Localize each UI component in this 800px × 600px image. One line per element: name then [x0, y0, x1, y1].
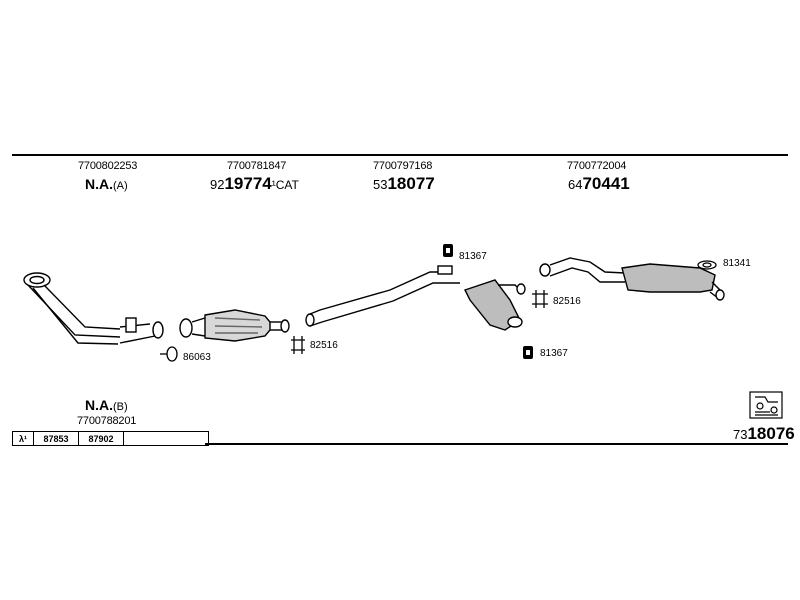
bottom-right-code-main: 18076 [747, 424, 795, 443]
code-part-2-main: 19774 [224, 174, 272, 193]
label-hanger-82516-right: 82516 [553, 296, 581, 307]
front-downpipe [23, 272, 164, 345]
sensor-table-cell-2: 87902 [79, 432, 124, 445]
code-part-4: 6470441 [568, 174, 630, 194]
middle-silencer [464, 279, 526, 331]
code-part-4-main: 70441 [582, 174, 630, 193]
code-part-1: N.A.(A) [85, 176, 128, 194]
ref-part-4: 7700772004 [567, 160, 627, 172]
code-part-1-suffix: (A) [113, 180, 128, 192]
catalytic-converter [179, 309, 290, 342]
ref-part-1: 7700802253 [78, 160, 138, 172]
sensor-table-cell-1: 87853 [34, 432, 79, 445]
rubber-81367-top-symbol [443, 244, 453, 257]
label-rubber-81341: 81341 [723, 258, 751, 269]
label-clamp-86063: 86063 [183, 352, 211, 363]
rubber-81341-symbol [697, 260, 717, 270]
rear-silencer [539, 257, 725, 301]
ref-part-2: 7700781847 [227, 160, 287, 172]
code-part-2: 9219774¹CAT [210, 174, 299, 194]
bottom-left-code-main: N.A. [85, 397, 113, 413]
code-part-3-prefix: 53 [373, 177, 388, 192]
bottom-left-code-suffix: (B) [113, 401, 128, 413]
code-part-1-main: N.A. [85, 176, 113, 192]
bottom-right-code: 7318076 [733, 424, 795, 444]
code-part-4-prefix: 64 [568, 177, 583, 192]
code-part-2-prefix: 92 [210, 177, 225, 192]
hanger-82516-right-symbol [532, 290, 548, 308]
ref-part-3: 7700797168 [373, 160, 433, 172]
bottom-right-code-prefix: 73 [733, 427, 748, 442]
bottom-left-ref: 7700788201 [77, 415, 137, 427]
code-part-3: 5318077 [373, 174, 435, 194]
label-rubber-81367-top: 81367 [459, 251, 487, 262]
clamp-86063-symbol [160, 346, 178, 362]
sensor-table: λ¹ 87853 87902 [12, 431, 209, 446]
sensor-table-cell-lambda: λ¹ [13, 432, 34, 445]
label-hanger-82516-left: 82516 [310, 340, 338, 351]
rubber-81367-bottom-symbol [523, 346, 533, 359]
bottom-left-code: N.A.(B) [85, 397, 128, 415]
manual-icon [749, 391, 783, 419]
sensor-table-cell-3 [124, 432, 208, 445]
label-rubber-81367-bottom: 81367 [540, 348, 568, 359]
hanger-82516-left-symbol [291, 336, 305, 354]
code-part-2-suffix: ¹CAT [271, 178, 299, 192]
code-part-3-main: 18077 [387, 174, 435, 193]
intermediate-pipe [305, 265, 460, 327]
